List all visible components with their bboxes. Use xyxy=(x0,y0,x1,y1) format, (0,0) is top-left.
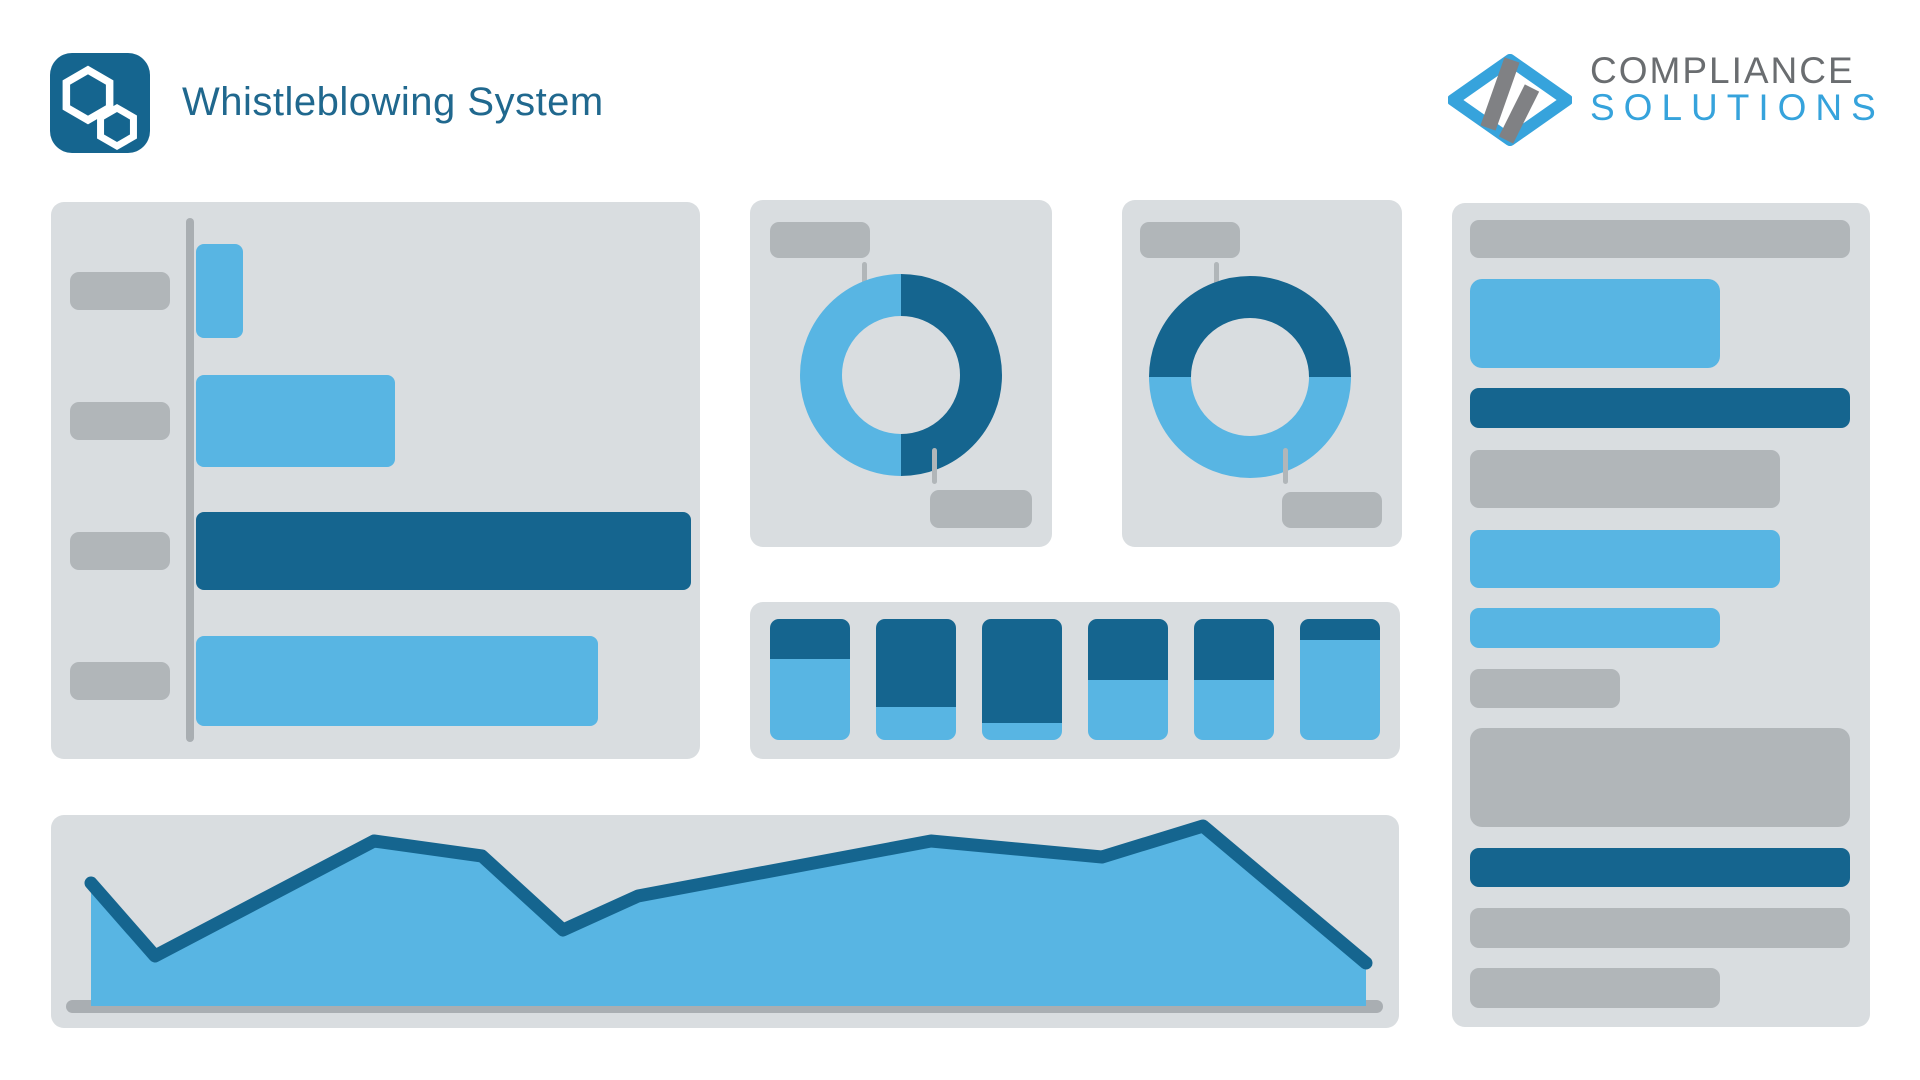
stacked-column-dark-segment xyxy=(876,619,956,708)
stacked-column-dark-segment xyxy=(1088,619,1168,680)
area-series-line xyxy=(84,819,1373,970)
sidebar-item[interactable] xyxy=(1470,220,1850,258)
stacked-column xyxy=(1194,619,1274,740)
trend-area-chart-panel xyxy=(51,815,1399,1028)
stacked-columns-panel xyxy=(750,602,1400,759)
stacked-column-light-segment xyxy=(1088,679,1168,740)
donut-label-placeholder xyxy=(1140,222,1240,258)
donut-chart-left-panel xyxy=(750,200,1052,547)
sidebar-item[interactable] xyxy=(1470,388,1850,428)
stacked-column xyxy=(982,619,1062,740)
stacked-column-light-segment xyxy=(982,723,1062,740)
axis-label-placeholder xyxy=(70,532,170,570)
sidebar-item[interactable] xyxy=(1470,450,1780,508)
brand-name: COMPLIANCE SOLUTIONS xyxy=(1590,52,1885,126)
page-title: Whistleblowing System xyxy=(182,80,604,124)
hbar-row xyxy=(51,616,700,746)
hbar-bar xyxy=(196,244,243,338)
stacked-column-light-segment xyxy=(770,658,850,740)
stacked-column-dark-segment xyxy=(982,619,1062,724)
hbar-track xyxy=(196,636,700,726)
sidebar-panel xyxy=(1452,203,1870,1027)
hbar-row xyxy=(51,226,700,356)
donut-label-placeholder xyxy=(1282,492,1382,528)
brand-name-line2: SOLUTIONS xyxy=(1590,87,1885,128)
axis-label-placeholder xyxy=(70,402,170,440)
stacked-column-light-segment xyxy=(1300,639,1380,740)
stacked-column xyxy=(1088,619,1168,740)
stacked-column-light-segment xyxy=(1194,679,1274,740)
brand-diamond-s-icon xyxy=(1447,54,1573,151)
hbar-row xyxy=(51,356,700,486)
sidebar-item[interactable] xyxy=(1470,530,1780,588)
sidebar-item[interactable] xyxy=(1470,279,1720,368)
sidebar-item[interactable] xyxy=(1470,728,1850,827)
donut-callout-tick xyxy=(1214,262,1219,300)
donut-chart-right-panel xyxy=(1122,200,1402,547)
app-logo xyxy=(50,53,150,153)
donut-chart-right xyxy=(1149,276,1351,478)
hbar-track xyxy=(196,512,700,590)
axis-label-placeholder xyxy=(70,272,170,310)
donut-callout-tick xyxy=(932,448,937,484)
category-bar-chart-panel xyxy=(51,202,700,759)
sidebar-item[interactable] xyxy=(1470,608,1720,648)
hbar-track xyxy=(196,375,700,467)
brand-name-line1: COMPLIANCE xyxy=(1590,50,1855,91)
hbar-bar xyxy=(196,636,599,726)
hbar-rows xyxy=(51,202,700,759)
stacked-column-dark-segment xyxy=(1300,619,1380,640)
donut-chart-left xyxy=(800,274,1002,476)
stacked-column-dark-segment xyxy=(1194,619,1274,680)
brand-logo: COMPLIANCE SOLUTIONS xyxy=(1447,50,1908,151)
hbar-track xyxy=(196,244,700,338)
chart-axis-line xyxy=(186,218,194,742)
sidebar-item[interactable] xyxy=(1470,968,1720,1008)
hbar-bar xyxy=(196,512,691,590)
axis-label-placeholder xyxy=(70,662,170,700)
donut-callout-tick xyxy=(1283,448,1288,484)
stacked-columns-chart xyxy=(770,619,1380,740)
stacked-column xyxy=(876,619,956,740)
hbar-row xyxy=(51,486,700,616)
hbar-bar xyxy=(196,375,396,467)
trend-area-chart xyxy=(66,819,1383,1013)
stacked-column-dark-segment xyxy=(770,619,850,659)
donut-label-placeholder xyxy=(930,490,1032,528)
sidebar-item[interactable] xyxy=(1470,848,1850,887)
sidebar-item[interactable] xyxy=(1470,669,1620,708)
hexagons-icon xyxy=(50,65,150,157)
stacked-column xyxy=(1300,619,1380,740)
stacked-column-light-segment xyxy=(876,707,956,740)
area-series-fill xyxy=(91,826,1366,1006)
donut-label-placeholder xyxy=(770,222,870,258)
stacked-column xyxy=(770,619,850,740)
sidebar-item[interactable] xyxy=(1470,908,1850,948)
